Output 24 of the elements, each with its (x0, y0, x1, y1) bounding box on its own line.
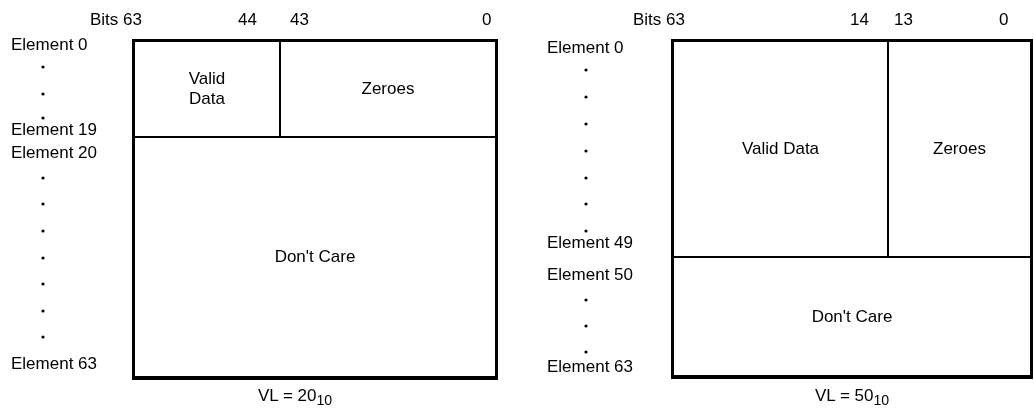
bit-number: Bits 63 (633, 10, 685, 30)
element-label: Element 49 (547, 233, 633, 253)
bit-number: 14 (850, 10, 869, 30)
bit-number: 13 (894, 10, 913, 30)
element-label: Element 19 (11, 120, 97, 140)
field-label: Zeroes (361, 79, 415, 99)
bit-number: Bits 63 (90, 10, 142, 30)
vector-length-label: VL = 20$_{10}$ (258, 386, 333, 411)
field-label: Don't Care (274, 247, 356, 267)
bit-number: 0 (999, 10, 1009, 30)
field-label: Don't Care (811, 306, 893, 327)
bit-number: 0 (482, 10, 492, 30)
field-label: Valid Data (741, 139, 820, 159)
bit-number: 44 (238, 10, 257, 30)
element-label: Element 63 (547, 357, 633, 377)
element-label: Element 20 (11, 143, 97, 163)
field-label: Valid Data (187, 69, 227, 109)
element-label: Element 0 (547, 38, 624, 58)
element-label: Element 50 (547, 265, 633, 285)
vector-length-label: VL = 50$_{10}$ (815, 386, 890, 411)
element-label: Element 0 (11, 35, 88, 55)
element-label: Element 63 (11, 354, 97, 374)
bit-number: 43 (290, 10, 309, 30)
field-label: Zeroes (933, 139, 986, 159)
